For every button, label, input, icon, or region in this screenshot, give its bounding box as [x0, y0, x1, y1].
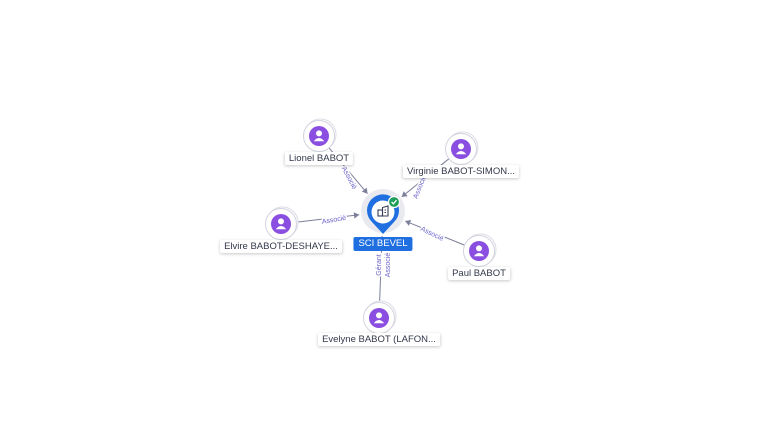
- edge-arrow-paul: [405, 219, 412, 226]
- edge-arrow-lionel: [361, 187, 368, 194]
- node-label-elvire[interactable]: Elvire BABOT-DESHAYE...: [220, 240, 342, 253]
- node-label-virginie[interactable]: Virginie BABOT-SIMON...: [402, 165, 520, 178]
- edge-paul: [405, 220, 466, 246]
- company-node[interactable]: [361, 189, 405, 234]
- edge-elvire: [295, 214, 360, 223]
- person-icon[interactable]: [265, 206, 299, 240]
- person-icon[interactable]: [445, 131, 479, 165]
- person-icon[interactable]: [363, 300, 397, 334]
- edge-label-virginie-0: Associé: [412, 174, 428, 199]
- edge-label-evelyne-1: Associé: [385, 253, 392, 278]
- node-label-evelyne[interactable]: Evelyne BABOT (LAFON...: [318, 333, 440, 346]
- node-label-lionel[interactable]: Lionel BABOT: [284, 152, 354, 165]
- edge-arrow-virginie: [401, 191, 408, 197]
- edge-label-elvire-0: Associé: [321, 215, 346, 226]
- edge-arrow-elvire: [353, 212, 360, 219]
- edge-label-evelyne-0: Gérant: [376, 254, 383, 275]
- node-label-paul[interactable]: Paul BABOT: [448, 267, 510, 280]
- person-icon[interactable]: [303, 118, 337, 152]
- company-building-icon: [377, 205, 389, 217]
- person-icon[interactable]: [463, 233, 497, 267]
- check-icon: [387, 195, 401, 209]
- edge-label-paul-0: Associé: [419, 226, 444, 243]
- company-name-label[interactable]: SCI BEVEL: [353, 237, 413, 251]
